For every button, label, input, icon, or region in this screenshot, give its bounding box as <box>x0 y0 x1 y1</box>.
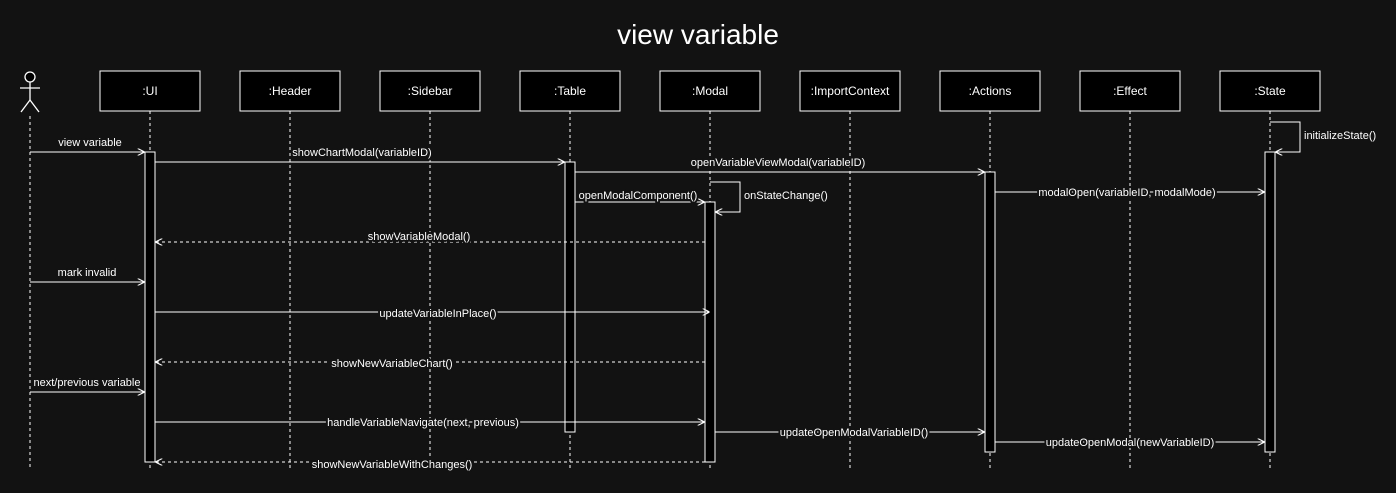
participant-importcontext-box <box>799 70 901 112</box>
participant-sidebar-label: :Sidebar <box>408 84 453 98</box>
message-label-next-previous-variable: next/previous variable <box>33 377 140 389</box>
participant-actions-box <box>939 70 1041 112</box>
activation-actions <box>984 171 996 453</box>
activation-modal <box>704 201 716 463</box>
participant-effect-label: :Effect <box>1113 84 1147 98</box>
message-label-view-variable: view variable <box>58 137 122 149</box>
message-label-update-open-modal-variable-id: updateOpenModalVariableID() <box>780 427 928 439</box>
participant-table-label: :Table <box>554 84 586 98</box>
activation-ui <box>144 151 156 463</box>
user-actor <box>20 71 40 113</box>
participant-ui-label: :UI <box>142 84 157 98</box>
participant-sidebar-box <box>379 70 481 112</box>
message-label-on-state-change: onStateChange() <box>744 190 828 202</box>
message-label-open-modal-component: openModalComponent() <box>579 190 698 202</box>
participant-importcontext-label: :ImportContext <box>811 84 890 98</box>
message-label-initialize-state: initializeState() <box>1304 130 1376 142</box>
activation-state <box>1264 151 1276 453</box>
message-label-show-variable-modal: showVariableModal() <box>368 231 471 243</box>
message-label-show-chart-modal: showChartModal(variableID) <box>292 147 431 159</box>
message-label-show-new-variable-chart: showNewVariableChart() <box>331 358 452 370</box>
participant-effect-box <box>1079 70 1181 112</box>
participant-state-box <box>1219 70 1321 112</box>
participant-header-label: :Header <box>269 84 312 98</box>
message-label-modal-open: modalOpen(variableID, modalMode) <box>1038 187 1215 199</box>
activation-table <box>564 161 576 433</box>
participant-table-box <box>519 70 621 112</box>
message-label-handle-variable-navigate: handleVariableNavigate(next, previous) <box>327 417 519 429</box>
message-label-open-variable-view-modal: openVariableViewModal(variableID) <box>691 157 865 169</box>
message-arrow-on-state-change <box>710 181 741 212</box>
message-label-show-new-variable-with-changes: showNewVariableWithChanges() <box>312 459 473 471</box>
participant-modal-box <box>659 70 761 112</box>
message-arrow-initialize-state <box>1270 121 1301 152</box>
participant-ui-box <box>99 70 201 112</box>
diagram-title: view variable <box>617 19 779 50</box>
participant-state-label: :State <box>1254 84 1286 98</box>
message-label-update-variable-in-place: updateVariableInPlace() <box>379 308 496 320</box>
participant-modal-label: :Modal <box>692 84 728 98</box>
message-label-mark-invalid: mark invalid <box>58 267 117 279</box>
participant-actions-label: :Actions <box>969 84 1012 98</box>
message-label-update-open-modal: updateOpenModal(newVariableID) <box>1046 437 1215 449</box>
